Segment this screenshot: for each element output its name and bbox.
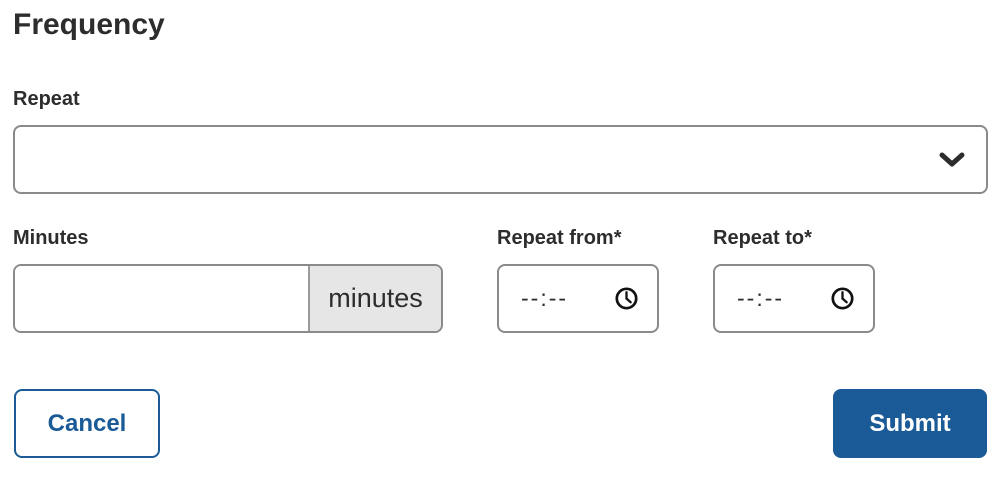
repeat-field: Repeat: [13, 87, 988, 194]
repeat-from-input[interactable]: --:--: [497, 264, 659, 333]
page-title: Frequency: [13, 8, 165, 41]
submit-button[interactable]: Submit: [833, 389, 987, 458]
minutes-field: Minutes minutes: [13, 226, 443, 333]
repeat-to-field: Repeat to* --:--: [713, 226, 875, 333]
repeat-to-input[interactable]: --:--: [713, 264, 875, 333]
minutes-input-group: minutes: [13, 264, 443, 333]
repeat-label: Repeat: [13, 88, 80, 110]
clock-icon[interactable]: [830, 286, 855, 311]
inputs-row: Minutes minutes Repeat from* --:-- Repea…: [13, 226, 988, 333]
repeat-to-placeholder: --:--: [737, 285, 785, 311]
repeat-select[interactable]: [13, 125, 988, 194]
frequency-form: Frequency Repeat Minutes minutes Repeat …: [0, 6, 1000, 458]
repeat-to-label: Repeat to*: [713, 227, 812, 249]
repeat-from-field: Repeat from* --:--: [497, 226, 659, 333]
form-actions: Cancel Submit: [13, 389, 988, 458]
repeat-from-placeholder: --:--: [521, 285, 569, 311]
minutes-suffix: minutes: [308, 266, 441, 331]
cancel-button[interactable]: Cancel: [14, 389, 160, 458]
minutes-label: Minutes: [13, 227, 89, 249]
repeat-from-label: Repeat from*: [497, 227, 622, 249]
clock-icon[interactable]: [614, 286, 639, 311]
chevron-down-icon: [938, 151, 966, 169]
minutes-input[interactable]: [15, 266, 308, 331]
